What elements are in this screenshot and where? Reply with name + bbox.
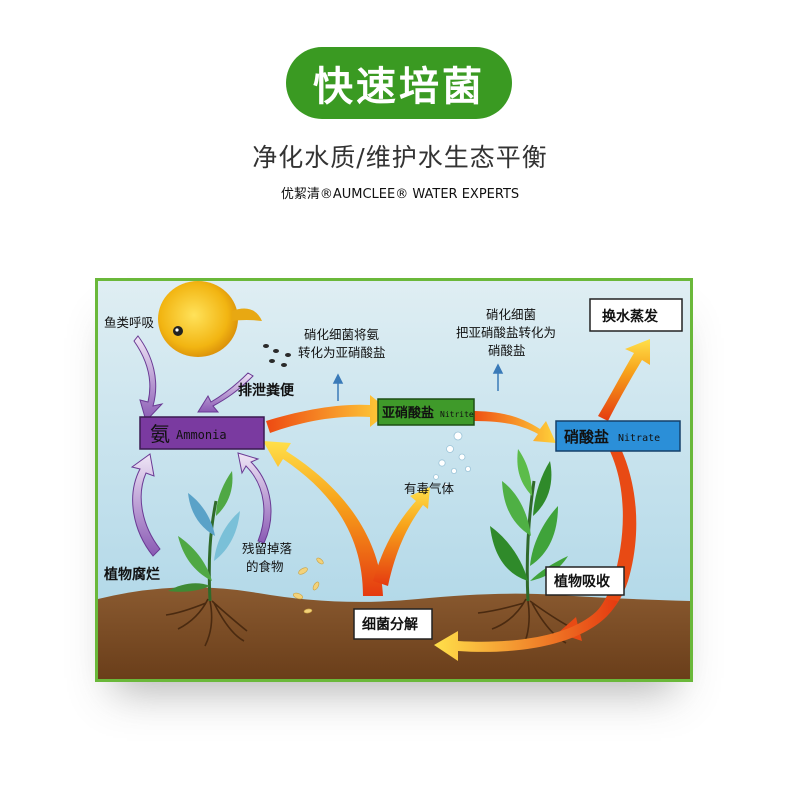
brand-line: 优絜清®AUMCLEE® WATER EXPERTS [280,187,520,202]
leftover-food-line1: 残留掉落 [242,541,293,556]
fish-respiration-label: 鱼类呼吸 [104,315,155,330]
nitrite-cn-label: 亚硝酸盐 [382,405,434,421]
purple-arrows [130,335,272,557]
plant-absorb-box: 植物吸收 [545,566,625,596]
gas-bubbles [433,431,471,488]
plant-roots-right [477,598,571,650]
plant-roots-left [165,598,248,647]
nitrifying1-line1: 硝化细菌将氨 [304,327,380,342]
plant-absorb-label: 植物吸收 [553,573,611,590]
plant-decay-label: 植物腐烂 [103,566,160,583]
toxic-gas-label: 有毒气体 [404,481,455,496]
ammonia-box: 氨 Ammonia [139,416,265,450]
fish-illustration [158,281,262,357]
falling-food-flakes [292,557,324,614]
nitrate-en-label: Nitrate [618,433,660,444]
nitrate-box: 硝酸盐 Nitrate [555,420,681,452]
nitrifying2-line3: 硝酸盐 [488,343,526,358]
ammonia-en-label: Ammonia [176,428,227,442]
title-badge: 快速培菌 [286,47,512,119]
aquatic-plant-left [168,471,240,602]
nitrifying1-line2: 转化为亚硝酸盐 [298,345,386,360]
nitrifying2-line1: 硝化细菌 [486,307,536,322]
nitrifying2-line2: 把亚硝酸盐转化为 [456,325,556,340]
excretion-label: 排泄粪便 [238,382,295,399]
bacteria-decompose-box: 细菌分解 [353,608,433,640]
nitrate-cn-label: 硝酸盐 [564,428,609,446]
nitrite-box: 亚硝酸盐 Nitrite [377,398,475,426]
water-change-label: 换水蒸发 [602,308,659,325]
nitrite-en-label: Nitrite [440,410,474,419]
fish-droppings [263,344,291,367]
bacteria-decompose-label: 细菌分解 [362,616,418,633]
water-change-box: 换水蒸发 [589,298,683,332]
page-title: 快速培菌 [313,64,485,110]
ammonia-cn-label: 氨 [150,422,170,446]
small-up-arrows [332,363,504,401]
nitrogen-cycle-diagram: 氨 Ammonia 亚硝酸盐 Nitrite 硝酸盐 Nitrate 换水蒸发 … [95,278,693,682]
page-subtitle: 净化水质/维护水生态平衡 [252,143,548,172]
leftover-food-line2: 的食物 [246,559,284,574]
